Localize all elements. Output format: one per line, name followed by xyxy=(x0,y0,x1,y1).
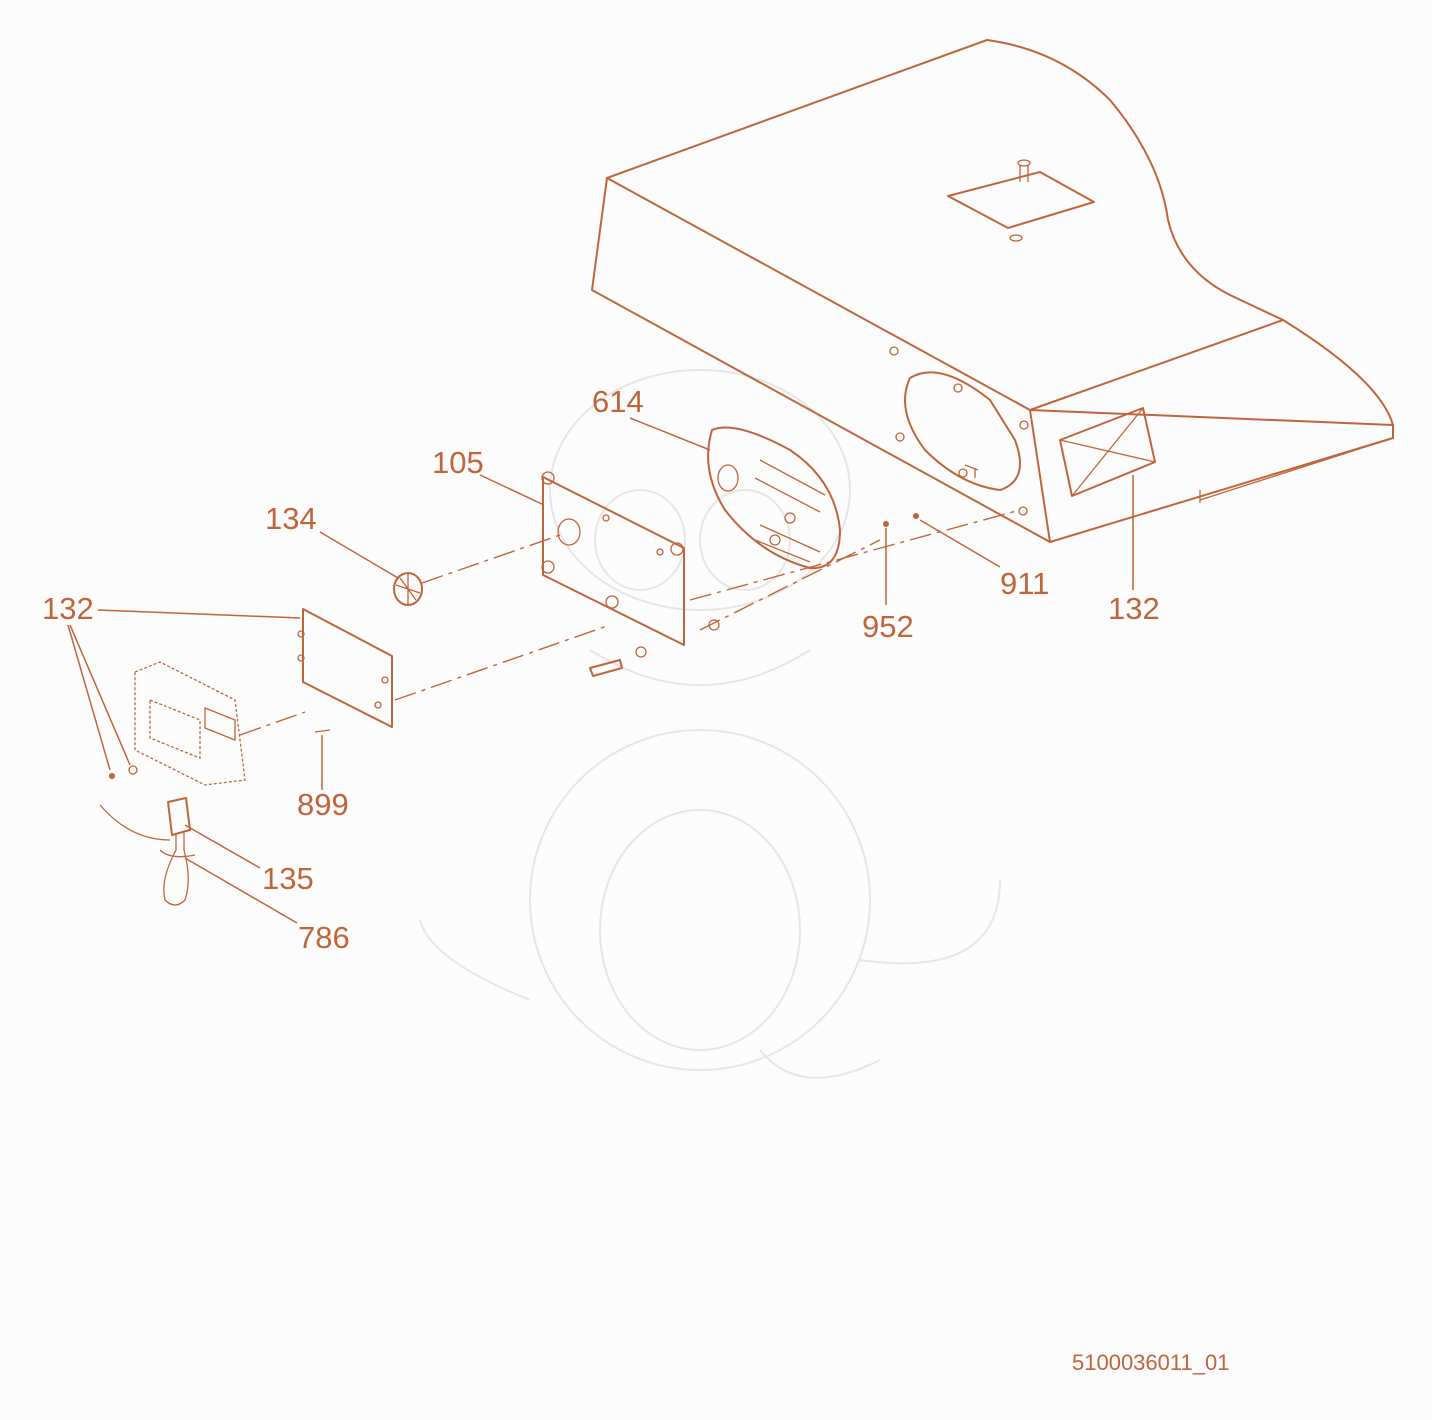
callout-786: 786 xyxy=(298,920,350,955)
callout-911: 911 xyxy=(1000,566,1049,601)
callout-132-left: 132 xyxy=(42,591,94,626)
gasket-614 xyxy=(707,426,841,570)
callout-899: 899 xyxy=(297,787,349,822)
background-watermark xyxy=(419,369,1001,1079)
callout-614: 614 xyxy=(592,384,644,419)
fan-134 xyxy=(393,572,423,606)
hardware-bits xyxy=(314,513,919,733)
connector-135 xyxy=(99,797,196,906)
leader-lines xyxy=(67,417,1134,924)
callout-132-right: 132 xyxy=(1108,591,1160,626)
control-unit-132 xyxy=(109,661,246,786)
alignment-lines xyxy=(239,509,1021,736)
document-id: 5100036011_01 xyxy=(1072,1350,1229,1375)
callout-135: 135 xyxy=(262,861,314,896)
callout-134: 134 xyxy=(265,501,317,536)
bracket-plate-132 xyxy=(297,608,393,728)
housing-132 xyxy=(591,39,1394,543)
plate-105 xyxy=(541,471,685,646)
callout-105: 105 xyxy=(432,445,484,480)
callout-952: 952 xyxy=(862,609,914,644)
